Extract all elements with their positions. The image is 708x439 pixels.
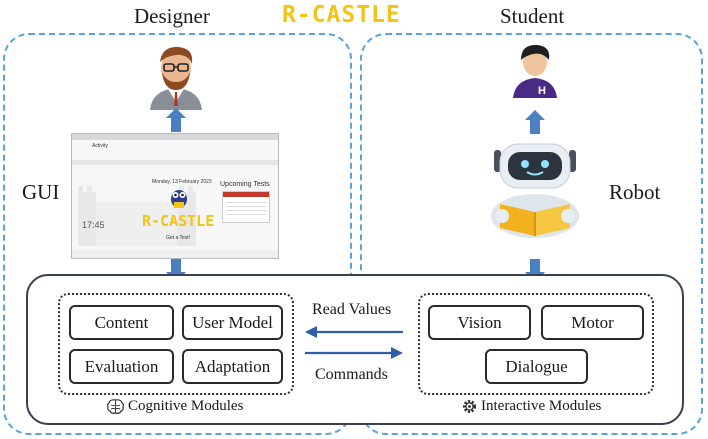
diagram-title: R-CASTLE <box>282 2 401 28</box>
interactive-caption: Interactive Modules <box>462 398 601 415</box>
cognitive-caption: Cognitive Modules <box>107 398 243 415</box>
interactive-caption-label: Interactive Modules <box>481 398 602 414</box>
read-values-arrow <box>305 326 403 338</box>
module-adaptation: Adaptation <box>182 349 283 384</box>
designer-region <box>3 33 352 435</box>
module-content: Content <box>69 305 174 340</box>
arrow-gui-to-designer <box>166 108 186 132</box>
gear-icon <box>463 400 476 413</box>
gui-logo: R-CASTLE <box>142 212 215 230</box>
commands-label: Commands <box>315 366 388 383</box>
module-vision: Vision <box>428 305 531 340</box>
cognitive-caption-label: Cognitive Modules <box>128 398 244 414</box>
designer-avatar <box>150 46 202 110</box>
brain-icon <box>107 399 124 414</box>
interactive-modules-group <box>418 293 654 395</box>
svg-text:H: H <box>538 85 546 97</box>
arrow-robot-to-student <box>525 110 545 134</box>
student-label: Student <box>500 4 565 28</box>
gui-label: GUI <box>22 180 60 204</box>
gui-clock: 17:45 <box>82 220 105 230</box>
gui-header: Activity <box>92 143 108 149</box>
robot-reading <box>491 143 579 238</box>
gui-date-line: Monday, 13 February 2023 <box>152 179 212 185</box>
designer-label: Designer <box>134 4 210 28</box>
gui-panel-title: Upcoming Tests <box>220 181 270 188</box>
robot-label: Robot <box>609 180 661 204</box>
read-values-label: Read Values <box>312 301 392 318</box>
gui-calendar <box>222 191 270 223</box>
commands-arrow <box>305 347 403 359</box>
owl-mascot <box>171 190 187 208</box>
module-user-model: User Model <box>182 305 283 340</box>
student-region <box>360 33 703 435</box>
module-motor: Motor <box>541 305 644 340</box>
gui-caption: Get a Test! <box>166 235 191 241</box>
castle-background <box>78 186 196 246</box>
module-evaluation: Evaluation <box>69 349 174 384</box>
gui-screenshot: Activity 17:45 Monday, 13 February 2023 … <box>71 133 279 259</box>
student-avatar: H <box>513 44 557 98</box>
cognitive-modules-group <box>58 293 294 395</box>
module-dialogue: Dialogue <box>485 349 588 384</box>
